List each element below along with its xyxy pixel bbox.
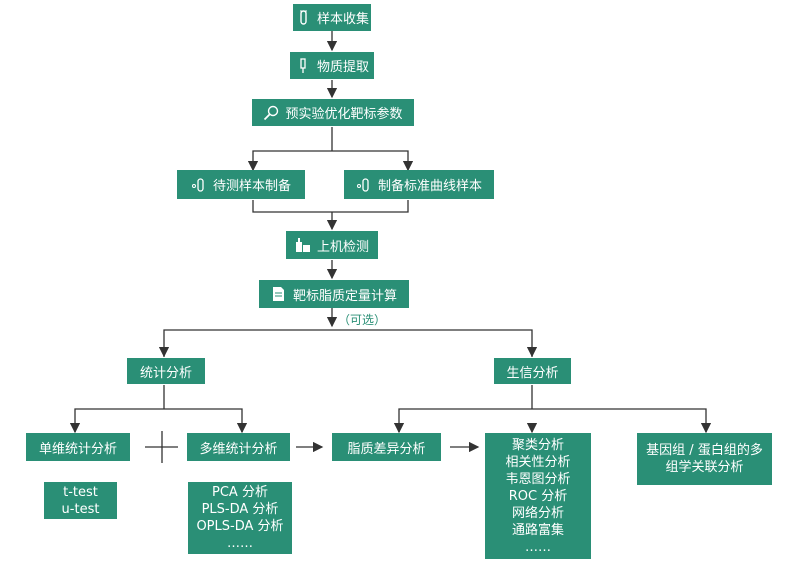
univariate-label: 单维统计分析 [38,441,117,457]
multi-omics-box: 基因组 / 蛋白组的多 组学关联分析 [637,433,772,485]
test-tube-icon [356,177,372,193]
lab-instrument-icon [295,237,311,253]
magnifier-icon [263,105,279,121]
method-item: PCA 分析 [212,485,268,500]
statistics-box: 统计分析 [127,358,205,384]
method-item: 相关性分析 [505,454,571,470]
instrument-box: 上机检测 [286,231,378,259]
method-item: PLS-DA 分析 [201,502,279,517]
method-item: ROC 分析 [508,488,568,504]
test-tube-icon [295,9,311,26]
prep-sample-label: 待测样本制备 [212,179,291,194]
test-tube-icon [191,177,207,193]
instrument-label: 上机检测 [316,239,369,255]
extraction-label: 物质提取 [316,60,369,75]
method-item: OPLS-DA 分析 [196,519,284,534]
optimize-box: 预实验优化靶标参数 [252,99,414,126]
sample-collection-label: 样本收集 [316,12,369,27]
document-icon [271,286,287,302]
method-item: …… [227,536,253,551]
quantification-label: 靶标脂质定量计算 [292,288,397,304]
method-item: …… [525,539,551,555]
differential-box: 脂质差异分析 [332,433,441,461]
quantification-box: 靶标脂质定量计算 [259,280,409,308]
multi-omics-line: 基因组 / 蛋白组的多 [646,443,763,458]
prep-standard-label: 制备标准曲线样本 [377,179,482,194]
method-item: 聚类分析 [511,437,564,453]
optimize-label: 预实验优化靶标参数 [285,107,403,122]
method-item: 网络分析 [511,505,564,521]
pipette-icon [295,57,311,74]
multivariate-box: 多维统计分析 [187,433,290,461]
sample-collection-box: 样本收集 [293,4,371,31]
method-item: 通路富集 [511,522,564,538]
statistics-label: 统计分析 [139,365,192,381]
multivariate-methods: PCA 分析 PLS-DA 分析 OPLS-DA 分析 …… [188,482,292,554]
method-item: 韦恩图分析 [505,471,571,487]
univariate-methods: t-test u-test [44,482,117,519]
method-item: u-test [61,501,100,517]
optional-note: （可选） [338,313,387,327]
bio-methods: 聚类分析 相关性分析 韦恩图分析 ROC 分析 网络分析 通路富集 …… [485,433,591,559]
bioinformatics-box: 生信分析 [494,358,571,384]
prep-standard-box: 制备标准曲线样本 [344,170,494,199]
method-item: t-test [63,484,98,500]
multivariate-label: 多维统计分析 [199,441,278,457]
univariate-box: 单维统计分析 [26,433,130,461]
differential-label: 脂质差异分析 [347,441,426,457]
prep-sample-box: 待测样本制备 [177,170,305,199]
extraction-box: 物质提取 [290,52,374,79]
bioinformatics-label: 生信分析 [506,365,559,381]
multi-omics-line: 组学关联分析 [665,460,744,475]
